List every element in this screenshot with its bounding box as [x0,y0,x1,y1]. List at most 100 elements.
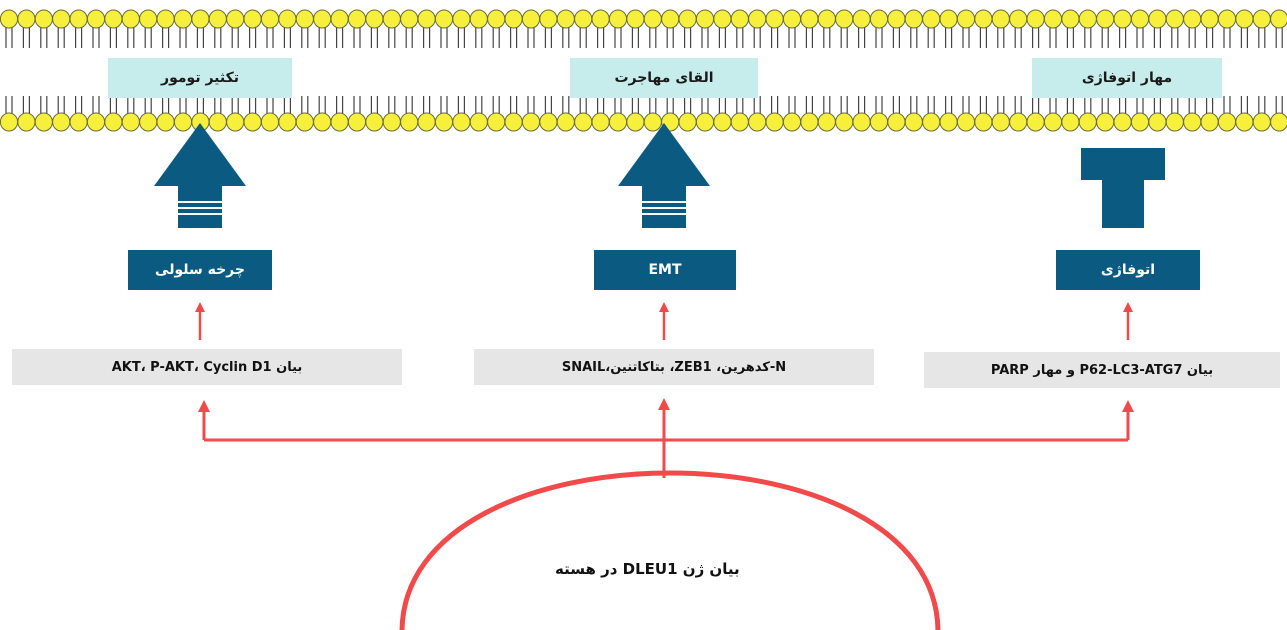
lipid-head [86,9,106,29]
lipid-head [1026,9,1045,29]
lipid-head [365,112,384,132]
lipid-head [574,112,593,132]
outcome-label: القای مهاجرت [614,70,714,86]
expression-label: بیان P62-LC3-ATG7 و مهار PARP [990,362,1214,378]
lipid-head [626,112,645,132]
lipid-head [991,9,1010,29]
lipid-head [626,9,645,29]
lipid-head [748,9,767,29]
lipid-head [0,9,19,29]
inhibition-t-bar-autophagy [1081,148,1165,228]
process-emt: EMT [594,250,736,290]
lipid-head [469,112,488,132]
lipid-head [139,112,158,132]
lipid-head [1183,112,1202,132]
lipid-head [817,9,836,29]
lipid-head [539,112,558,132]
lipid-head [835,112,854,132]
lipid-head [678,112,697,132]
lipid-head [452,112,471,132]
lipid-head [591,9,610,29]
lipid-head [887,9,906,29]
lipid-head [1061,9,1080,29]
lipid-head [765,9,784,29]
process-autophagy: اتوفاژی [1056,250,1200,290]
lipid-head [1043,112,1063,132]
lipid-head [1252,112,1271,132]
lipid-head [434,112,454,132]
lipid-head [1078,9,1097,29]
lipid-head [695,112,715,132]
lipid-head [313,112,332,132]
lipid-head [1009,112,1028,132]
lipid-head [887,112,906,132]
lipid-head [904,112,923,132]
lipid-head [191,9,210,29]
lipid-head [243,9,262,29]
lipid-head [487,9,506,29]
lipid-head [556,9,575,29]
lipid-head [608,9,628,29]
lipid-head [730,9,749,29]
lipid-head [643,9,662,29]
lipid-head [1165,9,1184,29]
lipid-head [1252,9,1271,29]
lipid-head [643,112,662,132]
lipid-head [417,9,436,29]
lipid-head [800,112,819,132]
outcome-tumor-proliferation: تکثیر تومور [108,58,292,98]
lipid-head [991,112,1010,132]
lipid-head [852,9,871,29]
lipid-head [17,9,36,29]
lipid-head [1061,112,1080,132]
lipid-head [417,112,436,132]
outcome-autophagy-inhibition: مهار اتوفاژی [1032,58,1222,98]
lipid-head [974,112,993,132]
expression-cell-cycle-genes: بیان AKT، P-AKT، Cyclin D1 [12,349,402,385]
lipid-head [347,112,367,132]
lipid-head [400,9,419,29]
lipid-head [1200,9,1219,29]
lipid-head [156,112,175,132]
lipid-head [330,112,349,132]
lipid-head [939,112,958,132]
lipid-head [835,9,854,29]
lipid-head [382,112,401,132]
lipid-head [208,9,227,29]
process-cell-cycle: چرخه سلولی [128,250,272,290]
outcome-migration-induction: القای مهاجرت [570,58,758,98]
expression-label: بیان AKT، P-AKT، Cyclin D1 [111,359,303,375]
lipid-head [469,9,488,29]
lipid-head [86,112,106,132]
lipid-head [260,9,280,29]
lipid-head [104,9,123,29]
process-label: اتوفاژی [1100,262,1156,278]
membrane-inner-layer [0,96,1287,132]
lipid-head [330,9,349,29]
outcome-label: مهار اتوفاژی [1081,70,1173,86]
lipid-head [661,9,680,29]
outcome-label: تکثیر تومور [161,70,239,86]
lipid-head [278,9,297,29]
lipid-head [1026,112,1045,132]
lipid-head [765,112,784,132]
lipid-head [730,112,749,132]
lipid-head [1235,112,1254,132]
lipid-head [521,112,541,132]
lipid-head [487,112,506,132]
lipid-head [574,9,593,29]
lipid-head [121,112,140,132]
big-up-arrow-proliferation [154,123,246,228]
lipid-head [869,112,889,132]
process-label: چرخه سلولی [155,262,245,278]
lipid-head [1096,9,1115,29]
lipid-head [226,112,245,132]
lipid-head [69,9,88,29]
lipid-head [1078,112,1097,132]
lipid-head [365,9,384,29]
lipid-head [243,112,262,132]
lipid-head [922,9,941,29]
expression-label: N-کدهرین، ZEB1، بتاکاتنین،SNAIL [561,359,787,375]
lipid-head [748,112,767,132]
